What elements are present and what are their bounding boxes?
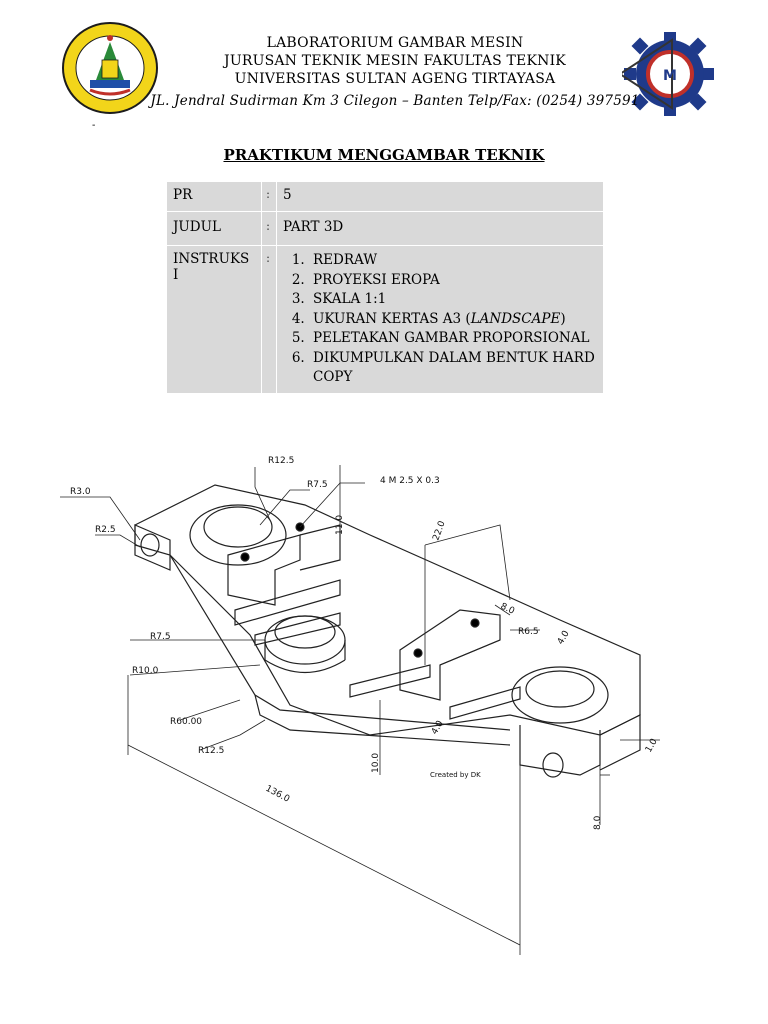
dim-r2-5: R2.5: [95, 525, 116, 535]
instruction-text-end: ): [560, 310, 566, 327]
value-cell: PART 3D: [276, 211, 604, 246]
list-item: PROYEKSI EROPA: [309, 271, 597, 291]
list-item: PELETAKAN GAMBAR PROPORSIONAL: [309, 329, 597, 349]
address: JL. Jendral Sudirman Km 3 Cilegon – Bant…: [150, 93, 640, 109]
university-logo: [62, 22, 158, 114]
drawing-credit: Created by DK: [430, 771, 481, 779]
separator-cell: :: [261, 211, 277, 246]
dim-r60: R60.00: [170, 717, 202, 727]
dim-r12-5-bot: R12.5: [198, 746, 224, 756]
separator-cell: :: [261, 181, 277, 212]
instructions-cell: REDRAW PROYEKSI EROPA SKALA 1:1 UKURAN K…: [276, 245, 604, 394]
instruction-italic: LANDSCAPE: [470, 310, 561, 327]
table-row: PR : 5: [166, 181, 604, 212]
header: LABORATORIUM GAMBAR MESIN JURUSAN TEKNIK…: [150, 34, 640, 112]
list-item: REDRAW: [309, 251, 597, 271]
dim-8-bot: 8.0: [593, 815, 603, 830]
dim-r3: R3.0: [70, 487, 91, 497]
university-name: UNIVERSITAS SULTAN AGENG TIRTAYASA: [234, 71, 556, 87]
dim-r7-5-top: R7.5: [307, 480, 328, 490]
dim-r10: R10.0: [132, 666, 159, 676]
table-row: JUDUL : PART 3D: [166, 211, 604, 246]
list-item: DIKUMPULKAN DALAM BENTUK HARD COPY: [309, 349, 597, 388]
instruction-list: REDRAW PROYEKSI EROPA SKALA 1:1 UKURAN K…: [283, 251, 597, 388]
dim-thread: 4 M 2.5 X 0.3: [380, 476, 440, 486]
dim-r6-5: R6.5: [518, 627, 539, 637]
dim-r12-5-top: R12.5: [268, 456, 294, 466]
label-cell: INSTRUKS I: [166, 245, 262, 394]
svg-text:M: M: [663, 68, 677, 84]
dim-136: 136.0: [264, 784, 292, 805]
dim-r7-5-mid: R7.5: [150, 632, 171, 642]
list-item: UKURAN KERTAS A3 (LANDSCAPE): [309, 310, 597, 330]
dim-10: 10.0: [371, 753, 381, 773]
table-row: INSTRUKS I : REDRAW PROYEKSI EROPA SKALA…: [166, 245, 604, 394]
department-name: JURUSAN TEKNIK MESIN FAKULTAS TEKNIK: [224, 53, 566, 69]
lab-name: LABORATORIUM GAMBAR MESIN: [266, 35, 524, 51]
dim-1: 1.0: [644, 737, 660, 755]
department-gear-logo: M: [622, 32, 714, 116]
dim-22: 22.0: [431, 520, 447, 543]
separator-cell: :: [261, 245, 277, 394]
label-cell: PR: [166, 181, 262, 212]
list-item: SKALA 1:1: [309, 290, 597, 310]
instruction-text: UKURAN KERTAS A3 (: [313, 310, 471, 327]
page-title: PRAKTIKUM MENGGAMBAR TEKNIK: [223, 146, 545, 164]
isometric-part-drawing: R12.5 R7.5 4 M 2.5 X 0.3 R3.0 R2.5 11.0 …: [60, 456, 660, 955]
info-table: PR : 5 JUDUL : PART 3D INSTRUKS I : REDR…: [166, 181, 604, 394]
label-cell: JUDUL: [166, 211, 262, 246]
stray-dot: -: [92, 120, 96, 131]
dim-11: 11.0: [335, 515, 345, 535]
value-cell: 5: [276, 181, 604, 212]
